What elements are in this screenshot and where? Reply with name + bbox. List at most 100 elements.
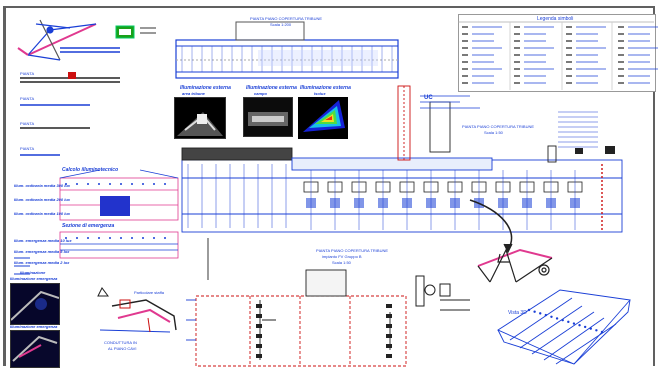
photo-emergency-1: [10, 283, 60, 325]
emergency-row-3: Illum. emergenza media 2 lux: [14, 260, 70, 265]
device-symbol: [256, 344, 262, 348]
device-symbol: [256, 324, 262, 328]
bottom-left-ticks: [14, 257, 30, 275]
mid-plan-title: PIANTA PIANO COPERTURA TRIBUNE: [462, 124, 535, 129]
detail-title: Particolare staffa: [134, 290, 164, 295]
bottom-caption-1: Illuminazione: [20, 270, 46, 275]
support-bolt: [595, 329, 598, 332]
luminaire-dot: [164, 237, 166, 239]
luminaire-dot: [76, 183, 78, 185]
luminaire-dot: [76, 237, 78, 239]
lower-right-equipment: [415, 275, 470, 311]
top-plan-hatch: [258, 50, 378, 66]
luminaire-dot: [142, 183, 144, 185]
photo-3-caption: Illuminazione esterna: [300, 85, 351, 91]
bracket-detail: [97, 287, 177, 333]
emergency-row-1: Illum. emergenza media 10 lux: [14, 238, 72, 243]
luminaire-dot: [65, 183, 67, 185]
calc-row-3: Illum. ordinaria media 100 lux: [14, 211, 71, 216]
device-symbol: [386, 354, 392, 358]
support-bolt: [555, 317, 559, 320]
emergency-row-2: Illum. emergenza media 5 lux: [14, 249, 70, 254]
luminaire-dot: [120, 183, 122, 185]
support-bolt: [550, 315, 553, 318]
svg-text:PIANTA: PIANTA: [20, 96, 34, 101]
luminaire-dot: [164, 183, 166, 185]
mid-plan-marker: UC: [424, 95, 433, 101]
support-bolt: [539, 312, 542, 315]
luminaire-dot: [153, 183, 155, 185]
luminaire-dot: [98, 237, 100, 239]
luminaire-dot: [87, 183, 89, 185]
luminaire-dot: [87, 237, 89, 239]
luminaire-dot: [153, 237, 155, 239]
calc-row-2: Illum. ordinaria media 200 lux: [14, 197, 71, 202]
calc-row-1: Illum. ordinaria media 300 lux: [14, 183, 71, 188]
lower-plan-title: PIANTA PIANO COPERTURA TRIBUNE: [316, 248, 389, 253]
support-bolt: [572, 322, 576, 325]
support-3d-view: [497, 289, 631, 365]
luminaire-dot: [98, 183, 100, 185]
right-pylon: [469, 199, 553, 283]
luminaire-dot: [109, 237, 111, 239]
support-bolt: [527, 308, 531, 312]
lower-plan-subtitle: impianto FV Gruppo B: [322, 254, 362, 259]
support-bolt: [533, 310, 536, 313]
photo-3-subcaption: Isolux: [314, 91, 326, 96]
device-symbol: [386, 344, 392, 348]
support-bolt: [583, 325, 587, 329]
mid-plan-scale: Scala 1:50: [484, 130, 503, 135]
lower-plan-scale: Scala 1:50: [332, 260, 351, 265]
bottom-caption-3: Illuminazione emergenza: [10, 276, 58, 281]
support-bolt: [544, 313, 548, 317]
detail-note-1: CONDUTTURA IN: [104, 340, 137, 345]
luminaire-dot: [65, 237, 67, 239]
calc-section-title: Calcolo illuminotecnico: [62, 167, 119, 173]
pylon-elevation: [17, 19, 97, 61]
device-symbol: [256, 304, 262, 308]
device-symbol: [386, 334, 392, 338]
device-symbol: [256, 354, 262, 358]
support-bolt: [561, 318, 564, 322]
lower-section-plan: [186, 238, 407, 367]
emergency-section-title: Sezione di emergenza: [62, 223, 115, 229]
top-roof-plan: [175, 21, 399, 79]
luminaire-dot: [120, 237, 122, 239]
photo-1-subcaption: area tribune: [182, 91, 205, 96]
top-plan-scale: Scala 1:200: [270, 22, 292, 27]
small-symbol-top-left: [140, 27, 156, 34]
top-plan-title: PIANTA PIANO COPERTURA TRIBUNE: [250, 16, 323, 21]
luminaire-dot: [131, 183, 133, 185]
photo-2-caption: Illuminazione esterna: [246, 85, 297, 91]
detail-note-2: AL PIANO CAVI: [108, 346, 137, 351]
photo-emergency-2: [10, 330, 60, 368]
mid-right-callout: [420, 95, 480, 109]
view-3d-label: Vista 3D: [508, 310, 527, 316]
cable-details: [20, 47, 120, 156]
luminaire-dot: [109, 183, 111, 185]
svg-text:PIANTA: PIANTA: [20, 71, 34, 76]
main-roof-plan: [181, 85, 623, 233]
photo-1: [174, 97, 226, 139]
support-bolt: [600, 330, 604, 334]
legend-entries: [458, 21, 654, 90]
lighting-calc-grid-2: [59, 231, 179, 259]
device-symbol: [256, 314, 262, 318]
device-symbol: [386, 304, 392, 308]
luminaire-dot: [142, 237, 144, 239]
bottom-caption-2: Illuminazione emergenza: [10, 324, 58, 329]
svg-text:PIANTA: PIANTA: [20, 146, 34, 151]
sheet-border: [3, 6, 655, 366]
legend-title: Legenda simboli: [537, 16, 574, 22]
support-bolt: [567, 320, 570, 324]
support-bolt: [589, 327, 592, 330]
photo-3-isolux: [298, 97, 348, 139]
device-symbol: [386, 324, 392, 328]
right-equipment: [575, 146, 615, 154]
device-symbol: [386, 314, 392, 318]
lighting-calc-grid-1: [59, 169, 179, 221]
luminaire-dot: [131, 237, 133, 239]
